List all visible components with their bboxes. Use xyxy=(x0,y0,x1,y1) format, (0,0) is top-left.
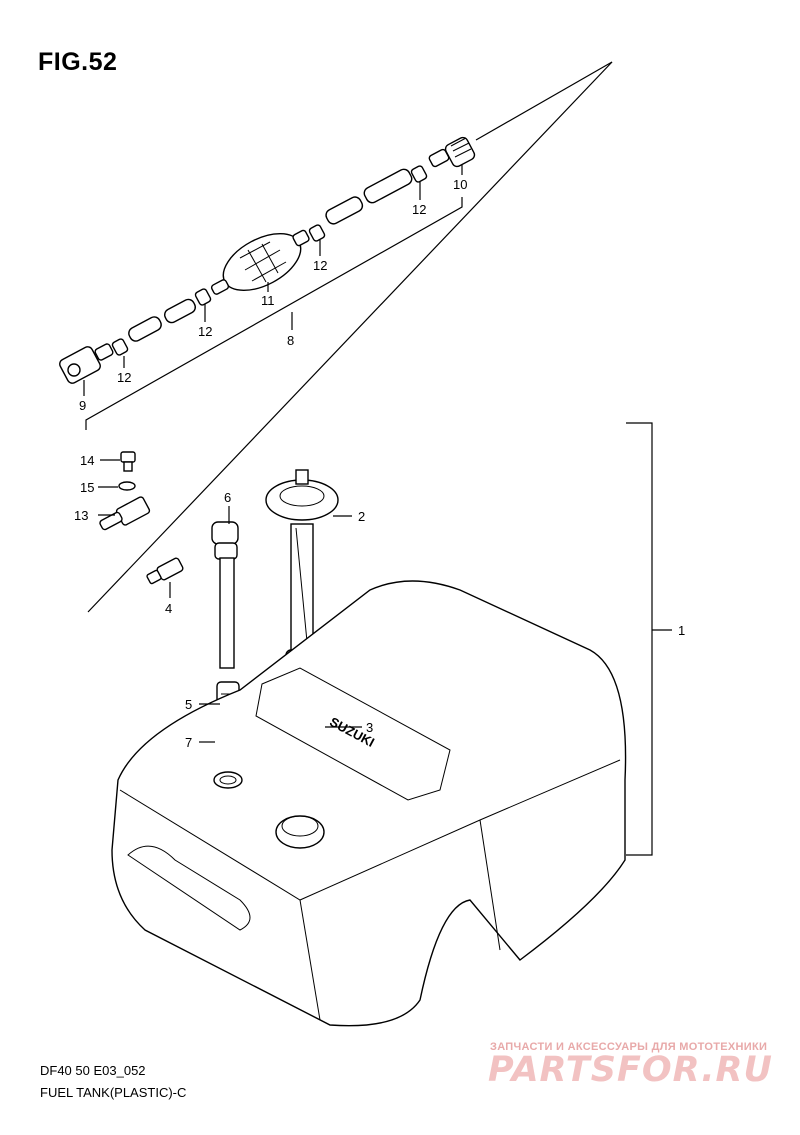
callout-9: 9 xyxy=(79,398,86,413)
watermark-tagline: ЗАПЧАСТИ И АКСЕССУАРЫ ДЛЯ МОТОТЕХНИКИ xyxy=(490,1041,768,1053)
callout-7: 7 xyxy=(185,735,192,750)
callout-15: 15 xyxy=(80,480,94,495)
hose-segment-upper xyxy=(363,168,413,204)
fitting-13 xyxy=(99,496,151,531)
callout-3: 3 xyxy=(366,720,373,735)
clamp-12-mid xyxy=(308,224,326,242)
hose-segment-mid xyxy=(325,196,364,225)
callout-14: 14 xyxy=(80,453,94,468)
fuel-hose-assembly xyxy=(59,136,476,384)
callout-12-b: 12 xyxy=(313,258,327,273)
fuel-gauge-2 xyxy=(265,469,339,681)
callout-2: 2 xyxy=(358,509,365,524)
connector-9 xyxy=(59,343,114,384)
model-code: DF40 50 E03_052 xyxy=(40,1063,146,1078)
figure-title: FIG.52 xyxy=(38,48,118,76)
figure-caption: FUEL TANK(PLASTIC)-C xyxy=(40,1085,187,1100)
fuel-tank-1 xyxy=(111,580,627,1027)
fitting-4 xyxy=(146,557,184,585)
callout-8: 8 xyxy=(287,333,294,348)
bolt-14 xyxy=(120,451,136,472)
callout-5: 5 xyxy=(185,697,192,712)
callout-4: 4 xyxy=(165,601,172,616)
callout-13: 13 xyxy=(74,508,88,523)
callout-12-a: 12 xyxy=(412,202,426,217)
primer-bulb-11 xyxy=(210,229,310,295)
clamp-12-top xyxy=(410,165,428,183)
pickup-elbow-6 xyxy=(211,521,239,669)
washer-15 xyxy=(118,481,136,491)
watermark-logo: PARTSFOR.RU xyxy=(488,1050,773,1090)
hose-segment-lower xyxy=(128,298,196,342)
connector-10 xyxy=(428,136,476,168)
callout-10: 10 xyxy=(453,177,467,192)
callout-11: 11 xyxy=(261,293,275,308)
leader-lines xyxy=(83,165,463,743)
callout-6: 6 xyxy=(224,490,231,505)
clamp-12-lower xyxy=(194,288,212,306)
hose-assembly-frame xyxy=(85,61,613,613)
callout-1: 1 xyxy=(678,623,685,638)
callout-12-d: 12 xyxy=(117,370,131,385)
callout-12-c: 12 xyxy=(198,324,212,339)
clamp-12-bottom xyxy=(111,338,129,356)
tank-bracket-1 xyxy=(626,422,672,856)
